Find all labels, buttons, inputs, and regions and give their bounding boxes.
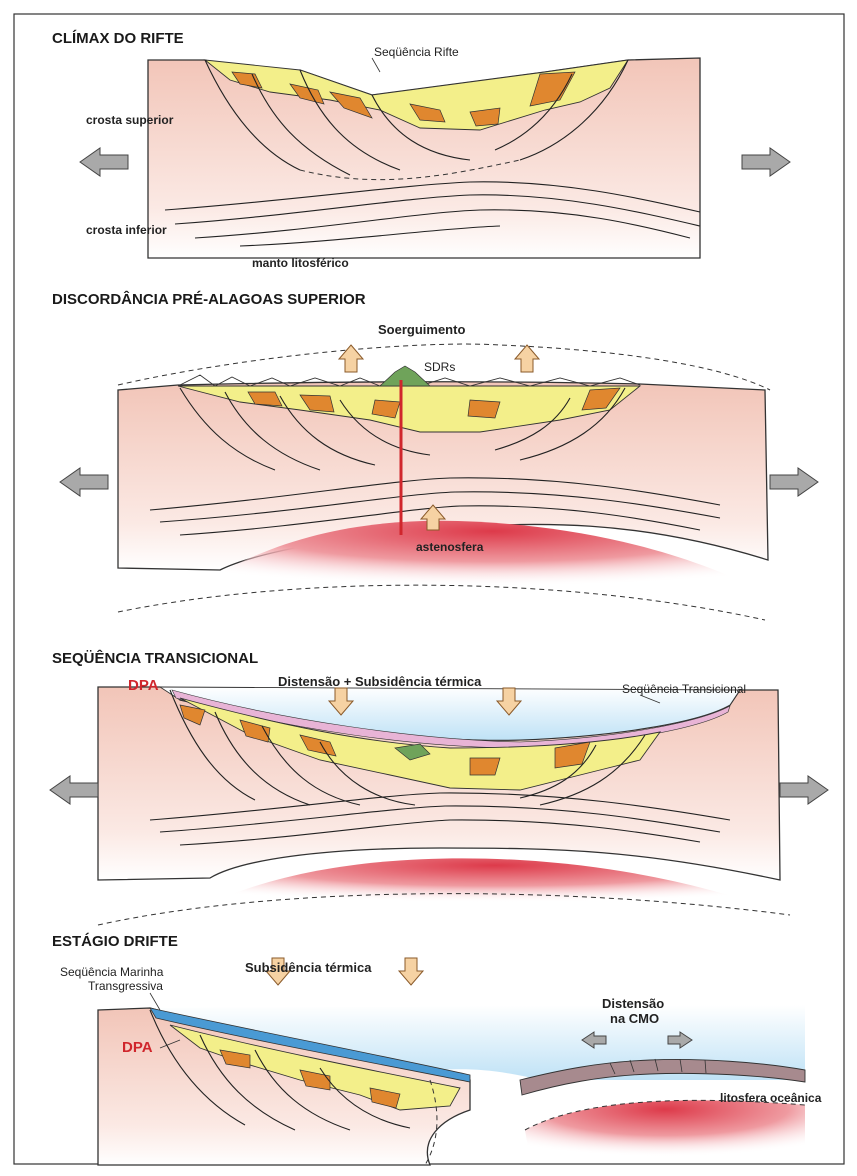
leader-line	[372, 58, 380, 72]
extension-arrow-left	[50, 776, 98, 804]
panel-drift-stage: ESTÁGIO DRIFTE Seqüência Marinha Trans	[52, 933, 822, 1165]
label-extension-thermal-subsidence: Distensão + Subsidência térmica	[278, 674, 482, 689]
panel-transitional-sequence: SEQÜÊNCIA TRANSICIONAL DPA Distens	[50, 649, 828, 925]
extension-arrow-right	[770, 468, 818, 496]
label-uplift: Soerguimento	[378, 322, 465, 337]
panel-title-drift: ESTÁGIO DRIFTE	[52, 933, 178, 950]
label-rift-sequence: Seqüência Rifte	[374, 45, 459, 59]
asthenosphere-dome	[230, 858, 760, 905]
sdrs-volcanics	[380, 366, 430, 386]
uplift-arrow	[515, 345, 539, 372]
panel-pre-alagoas-unconformity: DISCORDÂNCIA PRÉ-ALAGOAS SUPERIOR	[52, 290, 818, 620]
label-dpa: DPA	[128, 677, 159, 694]
label-thermal-subsidence: Subsidência térmica	[245, 960, 372, 975]
label-upper-crust: crosta superior	[86, 113, 174, 127]
label-marine-sequence-line1: Seqüência Marinha	[60, 965, 164, 979]
label-sdrs: SDRs	[424, 360, 455, 374]
label-marine-sequence-line2: Transgressiva	[88, 979, 163, 993]
panel-rift-climax: CLÍMAX DO RIFTE Seqüência Rifte crosta s…	[52, 30, 790, 270]
extension-arrow-right	[780, 776, 828, 804]
panel-title-transitional: SEQÜÊNCIA TRANSICIONAL	[52, 649, 258, 667]
extension-arrow-left	[80, 148, 128, 176]
subsidence-arrow	[399, 958, 423, 985]
label-cmo-extension-line2: na CMO	[610, 1011, 659, 1026]
label-cmo-extension-line1: Distensão	[602, 996, 664, 1011]
label-dpa: DPA	[122, 1039, 153, 1056]
label-transitional-sequence: Seqüência Transicional	[622, 682, 746, 696]
label-oceanic-lithosphere: litosfera oceânica	[720, 1091, 822, 1105]
leader-line	[150, 993, 160, 1010]
label-asthenosphere: astenosfera	[416, 540, 484, 554]
extension-arrow-right	[742, 148, 790, 176]
panel-title-rift-climax: CLÍMAX DO RIFTE	[52, 30, 184, 47]
extension-arrow-left	[60, 468, 108, 496]
syn-rift-wedge	[470, 758, 500, 775]
syn-rift-wedge	[468, 400, 500, 418]
label-lower-crust: crosta inferior	[86, 223, 167, 237]
base-dashed	[118, 585, 765, 620]
panel-title-unconformity: DISCORDÂNCIA PRÉ-ALAGOAS SUPERIOR	[52, 290, 366, 308]
asthenosphere-dome	[525, 1100, 805, 1160]
label-lithospheric-mantle: manto litosférico	[252, 256, 349, 270]
